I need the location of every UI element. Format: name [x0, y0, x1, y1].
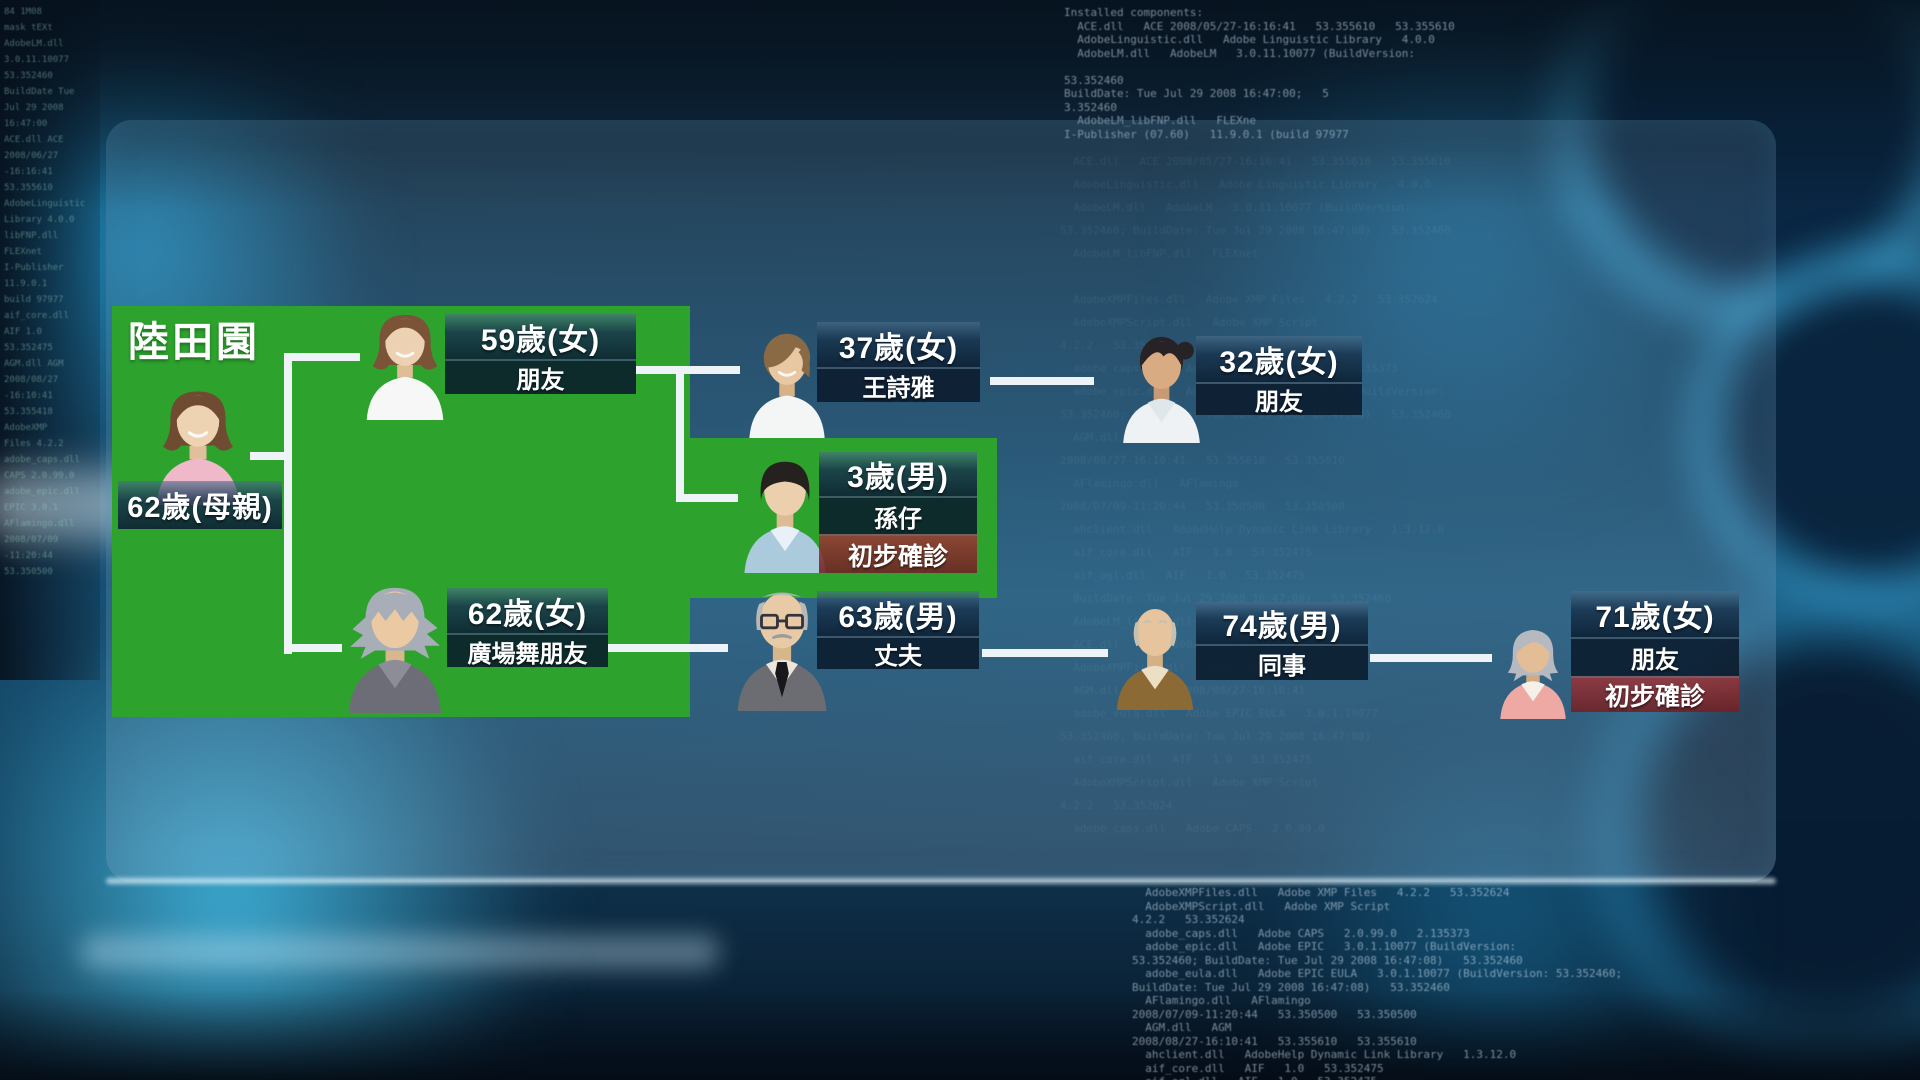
background-log-top: Installed components: ACE.dll ACE 2008/0…: [1064, 6, 1455, 141]
connector-line: [636, 366, 740, 374]
dance62-label: 62歲(女) 廣場舞朋友: [447, 588, 608, 668]
connector-line: [676, 366, 684, 502]
background-log-bottom: AdobeXMPFiles.dll Adobe XMP Files 4.2.2 …: [1132, 886, 1623, 1080]
friend59-label: 59歲(女) 朋友: [445, 314, 636, 394]
mother-label: 62歲(母親): [118, 481, 282, 529]
boy3-label: 3歲(男) 孫仔 初步確診: [819, 452, 977, 573]
age-label: 74歲(男): [1196, 602, 1368, 644]
relation-label: 孫仔: [819, 496, 977, 534]
relation-label: 朋友: [445, 359, 636, 394]
connector-line: [1370, 654, 1492, 662]
age-label: 32歲(女): [1196, 336, 1362, 382]
man74-avatar: [1106, 592, 1204, 710]
woman37-label: 37歲(女) 王詩雅: [817, 322, 980, 402]
woman71-avatar: [1491, 591, 1575, 719]
connector-line: [284, 644, 342, 652]
woman71-label: 71歲(女) 朋友 初步確診: [1571, 591, 1739, 712]
dance62-avatar: [336, 577, 454, 713]
relation-label: 同事: [1196, 644, 1368, 680]
relation-label: 丈夫: [817, 636, 979, 670]
status-badge: 初步確診: [819, 534, 977, 573]
age-label: 62歲(母親): [118, 481, 282, 529]
man74-label: 74歲(男) 同事: [1196, 602, 1368, 680]
connector-line: [284, 353, 292, 654]
cluster-title: 陸田園: [128, 319, 260, 365]
age-label: 63歲(男): [817, 591, 979, 636]
background-light-streak: [80, 935, 720, 969]
woman32-label: 32歲(女) 朋友: [1196, 336, 1362, 416]
connector-line: [676, 494, 738, 502]
age-label: 71歲(女): [1571, 591, 1739, 637]
age-label: 37歲(女): [817, 322, 980, 367]
woman37-avatar: [737, 327, 837, 438]
name-label: 王詩雅: [817, 367, 980, 402]
relation-label: 廣場舞朋友: [447, 633, 608, 668]
husband63-label: 63歲(男) 丈夫: [817, 591, 979, 670]
boy3-avatar: [733, 453, 837, 573]
glass-panel-bottom-edge: [106, 878, 1776, 884]
relation-label: 朋友: [1196, 382, 1362, 416]
connector-line: [284, 353, 360, 361]
connector-line: [990, 377, 1094, 385]
age-label: 3歲(男): [819, 452, 977, 496]
age-label: 62歲(女): [447, 588, 608, 633]
relation-label: 朋友: [1571, 637, 1739, 676]
age-label: 59歲(女): [445, 314, 636, 359]
husband63-avatar: [725, 577, 839, 711]
connector-line: [608, 644, 728, 652]
status-badge: 初步確診: [1571, 676, 1739, 712]
connector-line: [982, 649, 1108, 657]
friend59-avatar: [355, 307, 455, 420]
